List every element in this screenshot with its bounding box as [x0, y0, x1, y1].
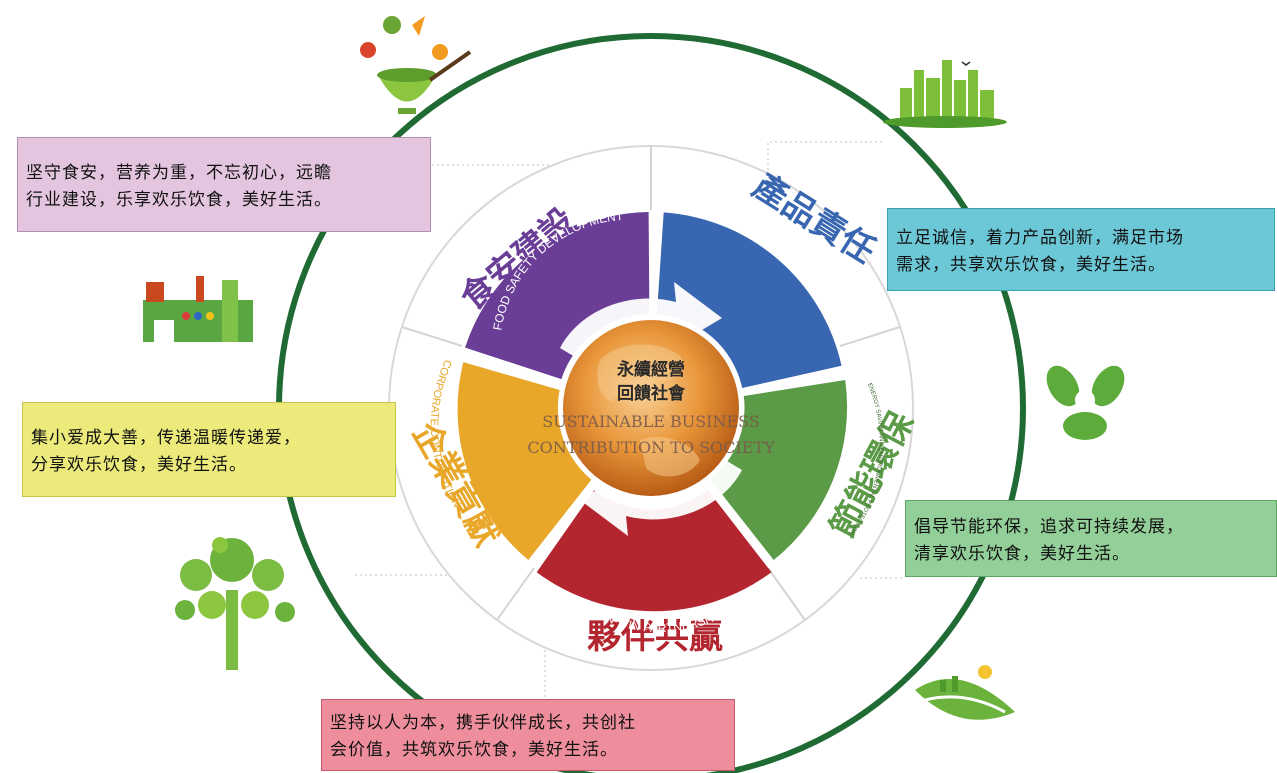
energy-box-line2: 清享欢乐饮食，美好生活。 — [914, 544, 1130, 564]
segment-partner-title: 夥伴共贏 — [587, 617, 723, 657]
recycle-icon — [1046, 365, 1125, 440]
salad-bowl-icon — [360, 16, 472, 114]
food-safety-description-box: 坚守食安，营养为重，不忘初心，远瞻 行业建设，乐享欢乐饮食，美好生活。 — [17, 137, 431, 232]
city-skyline-icon — [883, 60, 1007, 128]
win-win-partnerships-description-box: 坚持以人为本，携手伙伴成长，共创社 会价值，共筑欢乐饮食，美好生活。 — [321, 699, 735, 771]
segment-corp-wedge — [457, 362, 592, 560]
energy-saving-description-box: 倡导节能环保，追求可持续发展， 清享欢乐饮食，美好生活。 — [905, 500, 1277, 577]
energy-box-line1: 倡导节能环保，追求可持续发展， — [914, 517, 1184, 537]
product-box-line1: 立足诚信，着力产品创新，满足市场 — [896, 228, 1184, 248]
center-en-line2: CONTRIBUTION TO SOCIETY — [527, 438, 775, 457]
segment-food-wedge — [465, 212, 650, 380]
center-en-line1: SUSTAINABLE BUSINESS — [542, 412, 760, 431]
wheel-spokes — [401, 146, 901, 621]
center-title-line1: 永續經營 — [616, 359, 685, 380]
segment-product-wedge — [656, 212, 842, 388]
globe-continents — [597, 344, 700, 477]
partner-box-line2: 会价值，共筑欢乐饮食，美好生活。 — [330, 740, 618, 760]
partner-box-line1: 坚持以人为本，携手伙伴成长，共创社 — [330, 713, 636, 733]
factory-icon — [143, 276, 253, 342]
segment-partner-wedge — [536, 490, 772, 612]
product-box-line2: 需求，共享欢乐饮食，美好生活。 — [896, 255, 1166, 275]
corporate-contribution-description-box: 集小爱成大善，传递温暖传递爱， 分享欢乐饮食，美好生活。 — [22, 402, 396, 497]
corp-box-line1: 集小爱成大善，传递温暖传递爱， — [31, 428, 301, 448]
food-box-line2: 行业建设，乐享欢乐饮食，美好生活。 — [26, 190, 332, 210]
corp-box-line2: 分享欢乐饮食，美好生活。 — [31, 455, 247, 475]
center-title-line2: 回饋社會 — [617, 383, 686, 404]
product-responsibility-description-box: 立足诚信，着力产品创新，满足市场 需求，共享欢乐饮食，美好生活。 — [887, 208, 1275, 291]
tree-icon — [175, 537, 295, 670]
segment-energy-wedge — [710, 380, 848, 560]
leaf-landscape-icon — [915, 665, 1015, 720]
food-box-line1: 坚守食安，营养为重，不忘初心，远瞻 — [26, 163, 332, 183]
